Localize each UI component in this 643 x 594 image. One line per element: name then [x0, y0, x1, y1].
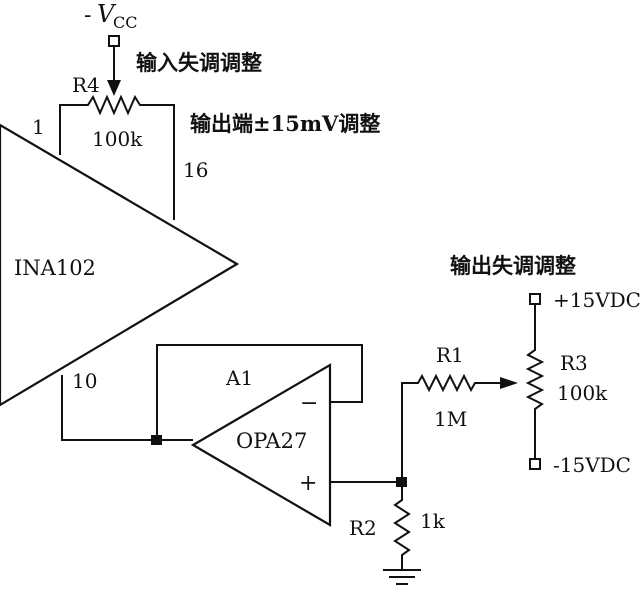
r1-name: R1: [436, 343, 464, 367]
output-offset-annotation: 输出失调调整: [450, 253, 576, 278]
a1-part: OPA27: [236, 429, 307, 453]
r1-value: 1M: [434, 407, 467, 431]
input-offset-annotation: 输入失调调整: [136, 50, 262, 75]
r2-value: 1k: [420, 509, 446, 533]
r2-name: R2: [349, 516, 377, 540]
pin10-lead: [61, 375, 193, 441]
a1-plus-label: +: [299, 471, 317, 496]
pos15-terminal: [529, 293, 541, 305]
r4-name: R4: [72, 73, 100, 97]
ina-pin1: 1: [32, 115, 45, 139]
r2-resistor: [393, 482, 411, 570]
r3-resistor: [525, 304, 545, 459]
a1-minus-label: −: [300, 391, 318, 416]
output-port-annotation: 输出端±15mV调整: [190, 111, 380, 136]
ina-pin10: 10: [72, 369, 97, 393]
neg15-label: -15VDC: [553, 453, 631, 477]
neg15-terminal: [529, 458, 541, 470]
vcc-label: V: [97, 0, 117, 28]
a1-feedback-wire: [156, 344, 363, 440]
r3-wiper-arrow: [500, 377, 518, 389]
vcc-sign: -: [84, 3, 91, 28]
opa27-amplifier-symbol: [190, 363, 332, 527]
pos15-label: +15VDC: [553, 288, 641, 312]
feedback-junction-dot: [151, 435, 162, 445]
r4-value: 100k: [92, 127, 143, 151]
ina102-amplifier-symbol: [0, 123, 240, 407]
vcc-terminal: [108, 35, 120, 47]
r4-resistor: [59, 94, 175, 220]
r3-name: R3: [560, 351, 588, 375]
r3-value: 100k: [557, 381, 608, 405]
r1-resistor: [401, 373, 500, 482]
a1-name: A1: [225, 366, 253, 390]
vcc-subscript: CC: [113, 13, 137, 32]
r4-wiper-arrow: [107, 80, 121, 96]
ina-pin16: 16: [183, 158, 208, 182]
ina-name: INA102: [14, 256, 96, 280]
